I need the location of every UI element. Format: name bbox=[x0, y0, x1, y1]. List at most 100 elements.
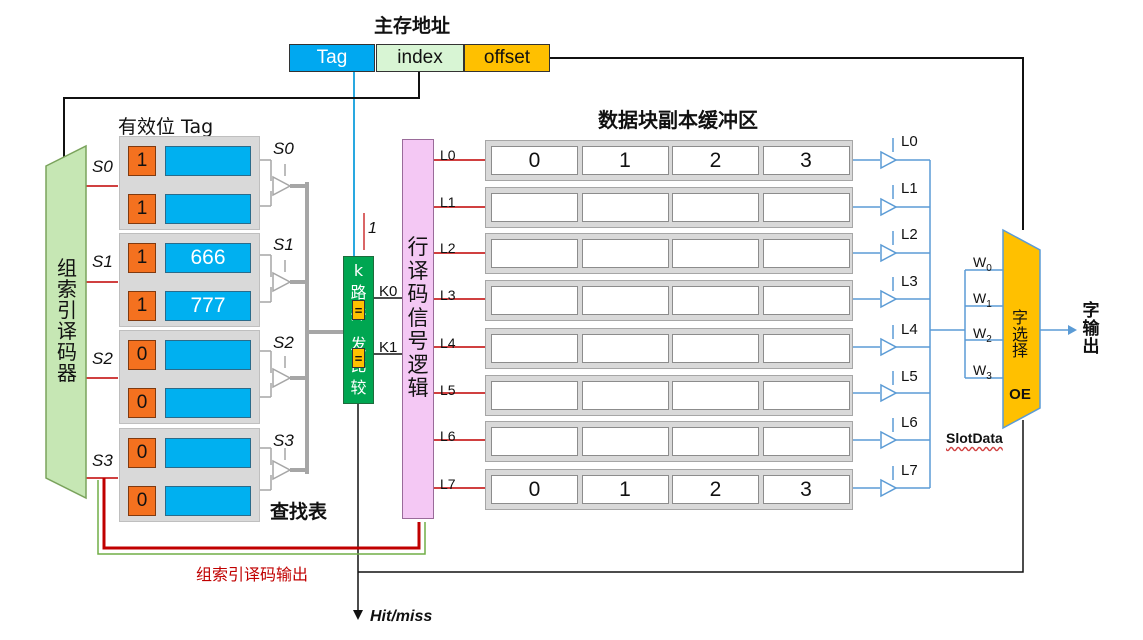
equality-comparator: = bbox=[352, 300, 365, 320]
gate-label-1: S1 bbox=[273, 235, 294, 254]
data-return-wire bbox=[358, 420, 1024, 573]
decoder-output-label: 组索引译码输出 bbox=[196, 565, 309, 584]
buffer-cell: 1 bbox=[581, 146, 669, 175]
address-field-tag: Tag bbox=[289, 44, 375, 72]
lookup-caption: 查找表 bbox=[270, 501, 328, 523]
buffer-cell bbox=[672, 427, 759, 456]
k1-label: K1 bbox=[379, 339, 398, 356]
line-label-7: L7 bbox=[440, 476, 456, 492]
address-title: 主存地址 bbox=[373, 14, 450, 37]
line-decoder-char: 译 bbox=[407, 258, 429, 283]
equality-comparator: = bbox=[352, 348, 365, 368]
word-input-index: 3 bbox=[986, 370, 992, 382]
word-input-letter: W bbox=[973, 362, 987, 378]
word-input-letter: W bbox=[973, 254, 987, 270]
output-buffer bbox=[880, 243, 898, 263]
buffer-label-3: L3 bbox=[901, 273, 918, 290]
slotdata-label: SlotData bbox=[946, 430, 1003, 446]
line-label-3: L3 bbox=[440, 287, 456, 303]
buffer-cell bbox=[672, 381, 759, 410]
buffer-cell bbox=[581, 286, 669, 315]
index-wire bbox=[63, 72, 420, 160]
word-input-index: 2 bbox=[986, 333, 992, 345]
tag-cell bbox=[165, 340, 251, 370]
tag-cell bbox=[165, 146, 251, 176]
valid-bit: 0 bbox=[128, 388, 156, 418]
buffer-cell: 1 bbox=[581, 475, 669, 504]
output-buffer bbox=[880, 150, 898, 170]
address-field-offset: offset bbox=[464, 44, 550, 72]
buffer-cell bbox=[762, 427, 850, 456]
comparator-char: 较 bbox=[350, 378, 367, 397]
line-decoder-char: 辑 bbox=[407, 376, 429, 401]
group-signal-0: S0 bbox=[92, 157, 113, 176]
buffer-cell bbox=[581, 381, 669, 410]
tag-cell bbox=[165, 194, 251, 224]
word-select-char: 字 bbox=[1011, 307, 1028, 327]
line-label-4: L4 bbox=[440, 335, 456, 351]
decoder-char: 译 bbox=[57, 319, 77, 343]
output-buffer bbox=[880, 430, 898, 450]
word-input-letter: W bbox=[973, 290, 987, 306]
buffer-label-2: L2 bbox=[901, 226, 918, 243]
word-output-char: 出 bbox=[1082, 336, 1100, 357]
buffer-title: 数据块副本缓冲区 bbox=[598, 108, 758, 132]
decoder-char: 组 bbox=[57, 256, 77, 280]
lookup-gate bbox=[272, 175, 292, 197]
hit-miss-arrow bbox=[353, 610, 363, 620]
gate-label-3: S3 bbox=[273, 431, 294, 450]
hit-miss-label: Hit/miss bbox=[370, 608, 433, 625]
buffer-cell bbox=[672, 239, 759, 268]
valid-bit: 1 bbox=[128, 243, 156, 273]
lookup-gate bbox=[272, 271, 292, 293]
tag-cell bbox=[165, 388, 251, 418]
output-buffer bbox=[880, 383, 898, 403]
buffer-cell bbox=[491, 381, 578, 410]
tag-cell: 666 bbox=[165, 243, 251, 273]
lookup-header: 有效位 Tag bbox=[118, 116, 214, 138]
k0-label: K0 bbox=[379, 283, 398, 300]
valid-bit: 0 bbox=[128, 340, 156, 370]
line-label-2: L2 bbox=[440, 240, 456, 256]
group-signal-3: S3 bbox=[92, 451, 113, 470]
valid-bit: 1 bbox=[128, 194, 156, 224]
buffer-cell bbox=[491, 427, 578, 456]
buffer-label-6: L6 bbox=[901, 414, 918, 431]
buffer-cell: 2 bbox=[672, 475, 759, 504]
buffer-cell bbox=[672, 193, 759, 222]
word-input-index: 1 bbox=[986, 298, 992, 310]
buffer-cell: 3 bbox=[762, 475, 850, 504]
line-decoder-char: 号 bbox=[407, 329, 429, 354]
tag-cell bbox=[165, 486, 251, 516]
buffer-cell: 2 bbox=[672, 146, 759, 175]
buffer-cell bbox=[491, 334, 578, 363]
buffer-cell bbox=[491, 286, 578, 315]
output-buffer bbox=[880, 478, 898, 498]
line-label-6: L6 bbox=[440, 428, 456, 444]
output-buffer bbox=[880, 289, 898, 309]
decoder-char: 索 bbox=[57, 277, 77, 301]
offset-wire bbox=[550, 57, 1024, 230]
valid-bit: 0 bbox=[128, 438, 156, 468]
buffer-label-4: L4 bbox=[901, 321, 918, 338]
buffer-label-5: L5 bbox=[901, 368, 918, 385]
tag-cell bbox=[165, 438, 251, 468]
buffer-cell bbox=[762, 193, 850, 222]
buffer-cell bbox=[581, 334, 669, 363]
valid-bit: 1 bbox=[128, 146, 156, 176]
buffer-cell bbox=[762, 286, 850, 315]
buffer-cell bbox=[581, 193, 669, 222]
buffer-cell bbox=[491, 239, 578, 268]
decoder-output-green bbox=[97, 480, 426, 555]
word-input-3: W3 bbox=[973, 363, 992, 382]
buffer-cell: 3 bbox=[762, 146, 850, 175]
buffer-cell bbox=[672, 334, 759, 363]
output-buffer bbox=[880, 197, 898, 217]
line-decoder-char: 行 bbox=[407, 235, 429, 259]
tag-cell: 777 bbox=[165, 291, 251, 321]
group-decoder-shape bbox=[45, 144, 87, 500]
buffer-cell bbox=[491, 193, 578, 222]
word-output-char: 字 bbox=[1082, 301, 1100, 322]
word-output-label: 字输出 bbox=[1080, 300, 1102, 360]
line-decoder-box: 行译码信号逻辑 bbox=[402, 139, 434, 519]
